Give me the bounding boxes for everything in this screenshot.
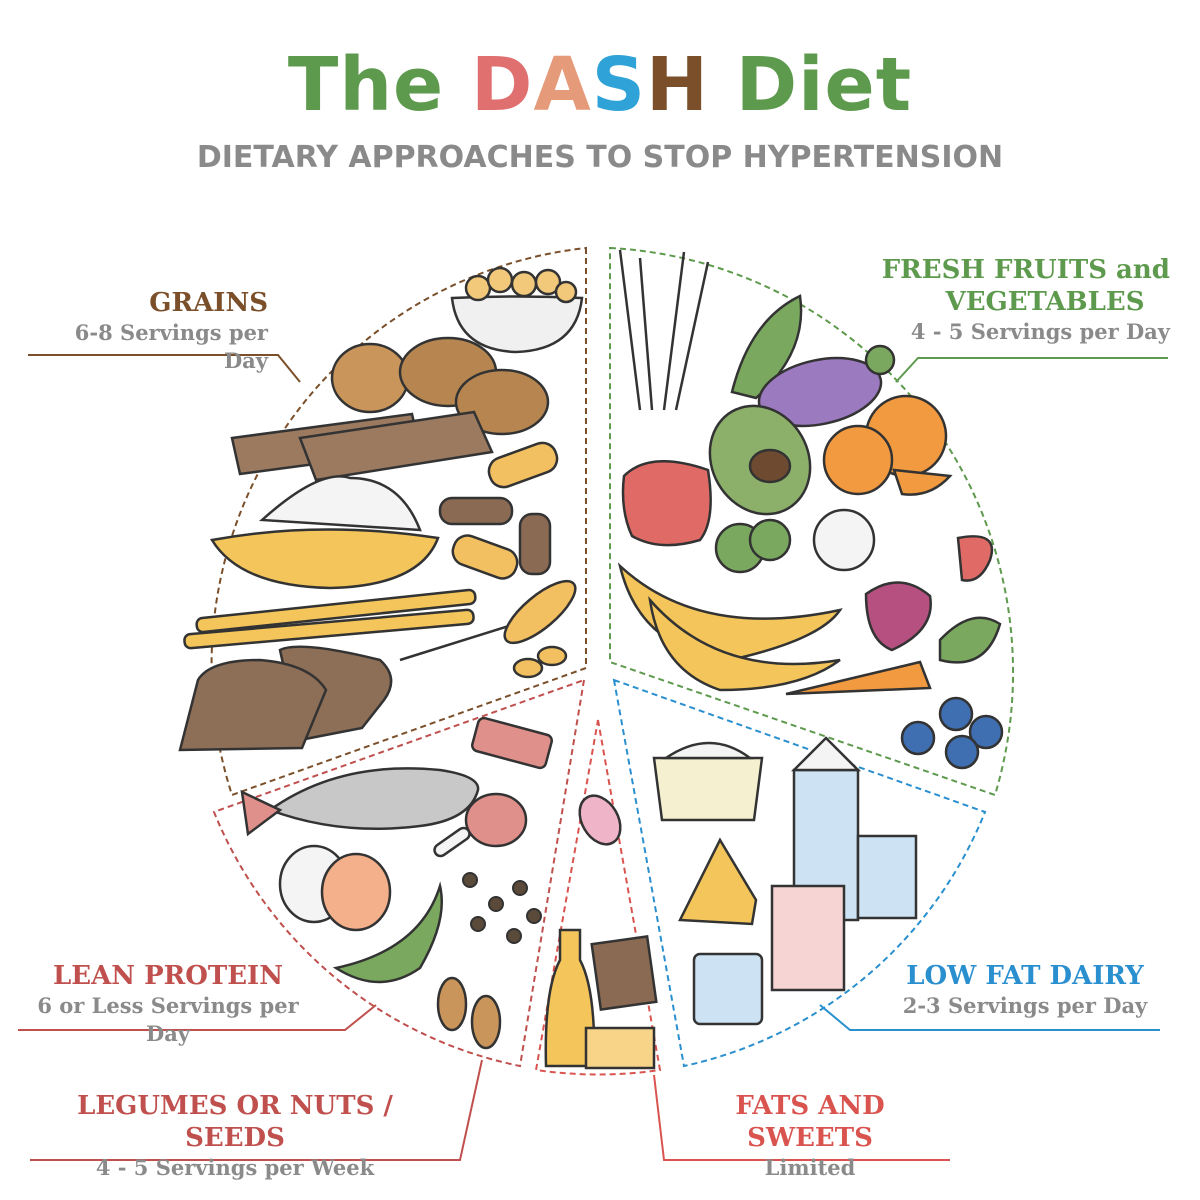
fruits-heading-line2: VEGETABLES bbox=[945, 287, 1145, 317]
blueberries-icon bbox=[900, 696, 1004, 770]
butter-icon bbox=[584, 1026, 656, 1070]
potatoes-icon bbox=[330, 336, 550, 436]
fruits-leader-line bbox=[895, 357, 1168, 383]
milk-glass-icon bbox=[856, 834, 918, 920]
bell-pepper-icon bbox=[621, 460, 712, 547]
legumes-label: LEGUMES OR NUTS / SEEDS 4 - 5 Servings p… bbox=[30, 1090, 440, 1182]
strawberry-icon bbox=[956, 535, 993, 582]
beetroot-icon bbox=[864, 581, 932, 652]
rice-bowl-icon bbox=[209, 475, 440, 590]
title-suffix: Diet bbox=[708, 42, 913, 128]
grains-heading: GRAINS bbox=[149, 288, 268, 318]
chives-icon bbox=[618, 249, 710, 411]
dairy-servings: 2-3 Servings per Day bbox=[902, 993, 1148, 1018]
eggs-icon bbox=[278, 844, 392, 932]
dairy-leader-line bbox=[819, 1004, 1160, 1031]
cauliflower-icon bbox=[812, 508, 876, 572]
chocolate-icon bbox=[590, 935, 658, 1011]
eggplant-icon bbox=[757, 344, 896, 428]
cheese-icon bbox=[678, 837, 758, 926]
sweets-leader-line bbox=[653, 1074, 950, 1161]
broccoli-icon bbox=[714, 518, 792, 574]
legumes-leader-line bbox=[30, 1059, 483, 1161]
bananas-icon bbox=[617, 562, 843, 692]
pasta-fusilli-icon bbox=[438, 441, 559, 580]
wheat-ear-icon bbox=[399, 579, 577, 679]
sweets-servings: Limited bbox=[764, 1155, 856, 1180]
oranges-icon bbox=[822, 394, 953, 496]
dairy-sector bbox=[612, 678, 987, 1068]
candy-icon bbox=[578, 794, 622, 846]
title-prefix: The bbox=[287, 42, 472, 128]
sweets-sector bbox=[534, 719, 662, 1076]
crispbread-icon bbox=[230, 410, 494, 482]
fruits-vegetables-label: FRESH FRUITS and VEGETABLES 4 - 5 Servin… bbox=[880, 254, 1170, 346]
legumes-heading: LEGUMES OR NUTS / SEEDS bbox=[77, 1091, 393, 1153]
yogurt-drink-icon bbox=[770, 884, 846, 992]
protein-heading: LEAN PROTEIN bbox=[53, 961, 283, 991]
milk-jar-icon bbox=[692, 952, 764, 1026]
sweets-label: FATS AND SWEETS Limited bbox=[668, 1090, 952, 1182]
dairy-heading: LOW FAT DAIRY bbox=[906, 961, 1144, 991]
breadsticks-icon bbox=[183, 588, 477, 650]
pea-pod-icon bbox=[332, 881, 444, 984]
protein-label: LEAN PROTEIN 6 or Less Servings per Day bbox=[18, 960, 318, 1048]
page-title: The DASH Diet bbox=[0, 42, 1200, 128]
page-subtitle: DIETARY APPROACHES TO STOP HYPERTENSION bbox=[196, 140, 1004, 175]
grains-leader-line bbox=[28, 354, 301, 383]
fruits-servings: 4 - 5 Servings per Day bbox=[910, 319, 1170, 344]
carrot-icon bbox=[785, 616, 1002, 696]
sweets-heading: FATS AND SWEETS bbox=[735, 1091, 885, 1153]
legumes-servings: 4 - 5 Servings per Week bbox=[95, 1155, 375, 1180]
grains-servings: 6-8 Servings per Day bbox=[74, 320, 268, 373]
fish-icon bbox=[240, 767, 480, 837]
bread-slices-icon bbox=[178, 645, 393, 752]
title-letter-a: A bbox=[533, 42, 592, 128]
title-letter-h: H bbox=[646, 42, 709, 128]
fruits-heading-line1: FRESH FRUITS and bbox=[881, 255, 1170, 285]
chicken-leg-icon bbox=[433, 792, 528, 858]
title-letter-s: S bbox=[591, 42, 647, 128]
title-letter-d: D bbox=[471, 42, 534, 128]
almonds-icon bbox=[436, 976, 502, 1050]
dairy-label: LOW FAT DAIRY 2-3 Servings per Day bbox=[890, 960, 1160, 1020]
protein-leader-line bbox=[18, 1004, 377, 1031]
cereal-bowl-icon bbox=[450, 266, 584, 354]
protein-servings: 6 or Less Servings per Day bbox=[37, 993, 299, 1046]
avocado-icon bbox=[708, 404, 812, 516]
seeds-icon bbox=[462, 872, 542, 944]
yogurt-cup-icon bbox=[652, 741, 764, 822]
ribs-icon bbox=[470, 716, 554, 770]
grains-label: GRAINS 6-8 Servings per Day bbox=[28, 287, 268, 375]
